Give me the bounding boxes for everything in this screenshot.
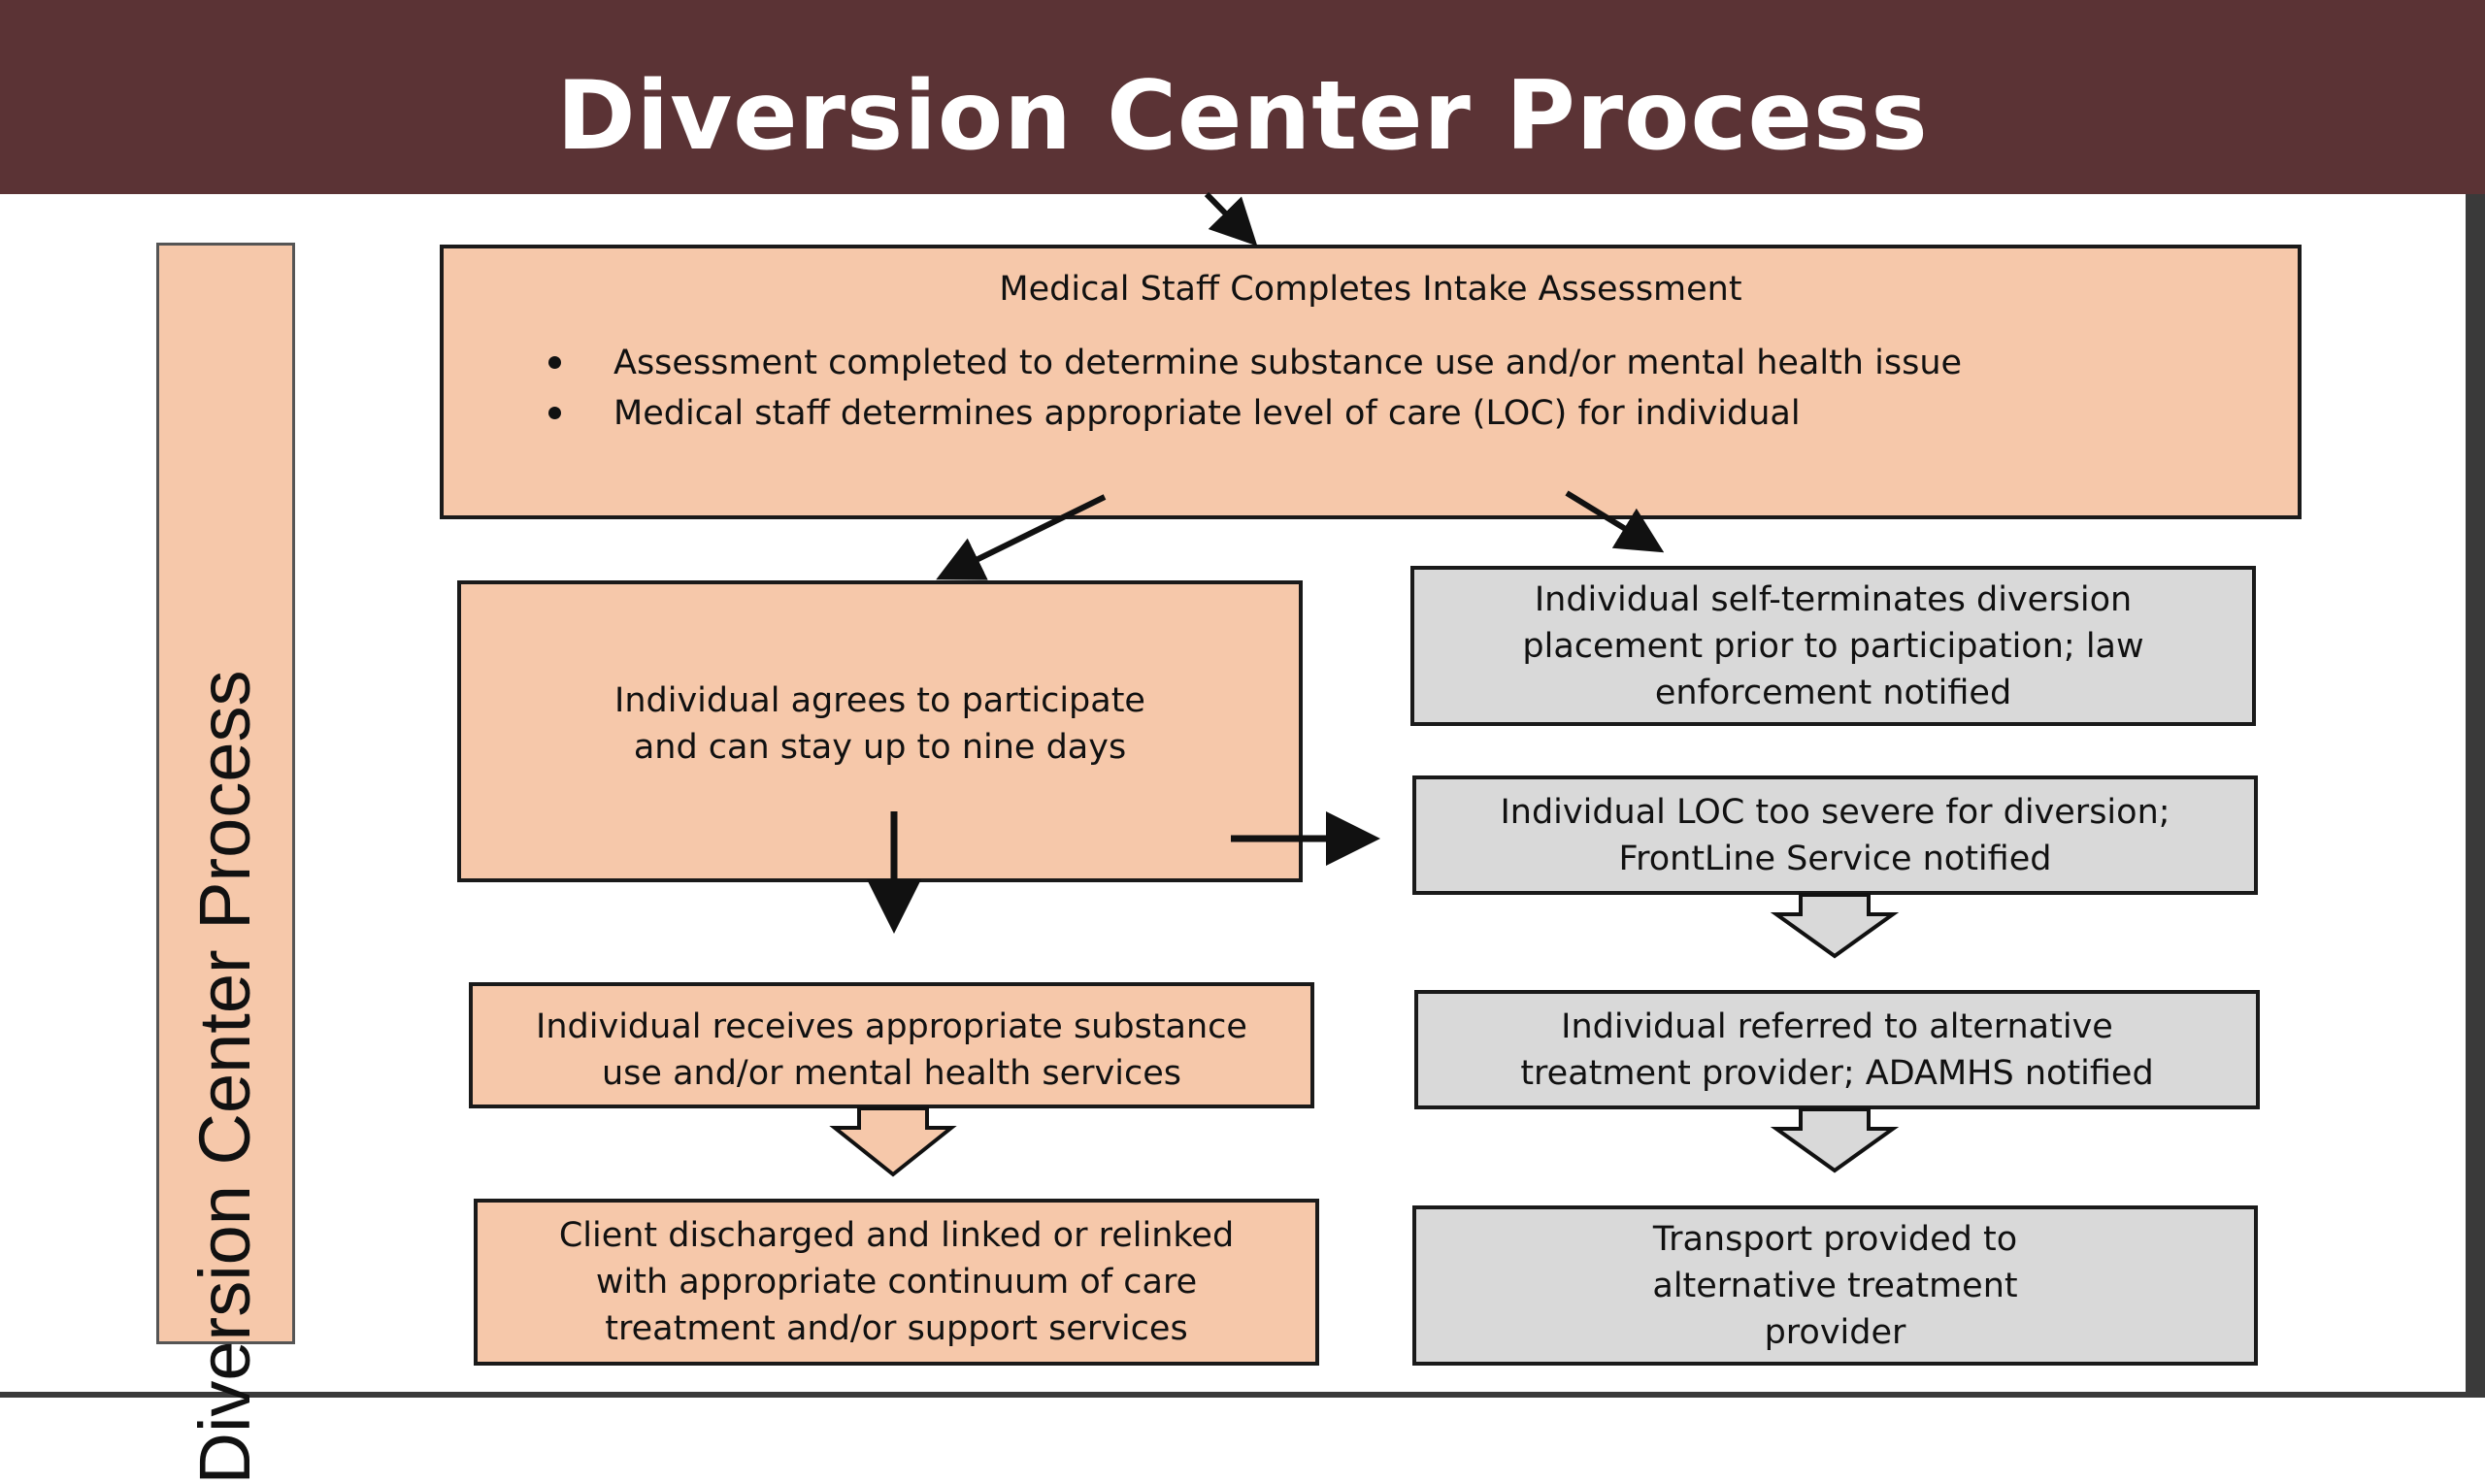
block-arrow-to-referred: [1770, 893, 1900, 959]
connector-layer: [829, 191, 1900, 1177]
arrow-to-participate: [936, 494, 1107, 580]
self-terminates-box: Individual self-terminates diversion pla…: [1410, 566, 2256, 726]
transport-text: Transport provided to alternative treatm…: [1652, 1219, 2018, 1352]
intake-assessment-box: Medical Staff Completes Intake Assessmen…: [440, 245, 2302, 519]
intake-bullet: Assessment completed to determine substa…: [541, 338, 1962, 388]
block-arrow-to-transport: [1770, 1107, 1900, 1173]
services-box: Individual receives appropriate substanc…: [469, 982, 1314, 1108]
transport-box: Transport provided to alternative treatm…: [1412, 1205, 2258, 1366]
referred-text: Individual referred to alternative treat…: [1520, 1006, 2154, 1093]
self-terminates-text: Individual self-terminates diversion pla…: [1522, 579, 2144, 712]
referred-box: Individual referred to alternative treat…: [1414, 990, 2260, 1109]
intake-bullet-list: Assessment completed to determine substa…: [541, 338, 1962, 439]
bullet-dot-icon: [548, 407, 561, 419]
services-text: Individual receives appropriate substanc…: [536, 1007, 1247, 1093]
side-label-bar: [156, 243, 295, 1344]
right-edge-strip: [2466, 194, 2485, 1398]
bullet-dot-icon: [548, 356, 561, 369]
discharged-text: Client discharged and linked or relinked…: [558, 1216, 1235, 1348]
too-severe-text: Individual LOC too severe for diversion;…: [1500, 792, 2170, 878]
block-arrow-to-discharged: [829, 1106, 957, 1177]
intake-bullet: Medical staff determines appropriate lev…: [541, 388, 1962, 439]
arrow-to-self-terminates: [1565, 490, 1665, 553]
discharged-box: Client discharged and linked or relinked…: [474, 1199, 1319, 1366]
page-title: Diversion Center Process: [556, 61, 1929, 172]
entry-arrow: [1204, 191, 1258, 247]
participate-box: Individual agrees to participate and can…: [457, 580, 1303, 882]
participate-text: Individual agrees to participate and can…: [614, 681, 1145, 767]
too-severe-box: Individual LOC too severe for diversion;…: [1412, 775, 2258, 895]
bottom-edge-line: [0, 1392, 2466, 1398]
title-banner: [0, 0, 2485, 194]
intake-title: Medical Staff Completes Intake Assessmen…: [999, 270, 1742, 309]
